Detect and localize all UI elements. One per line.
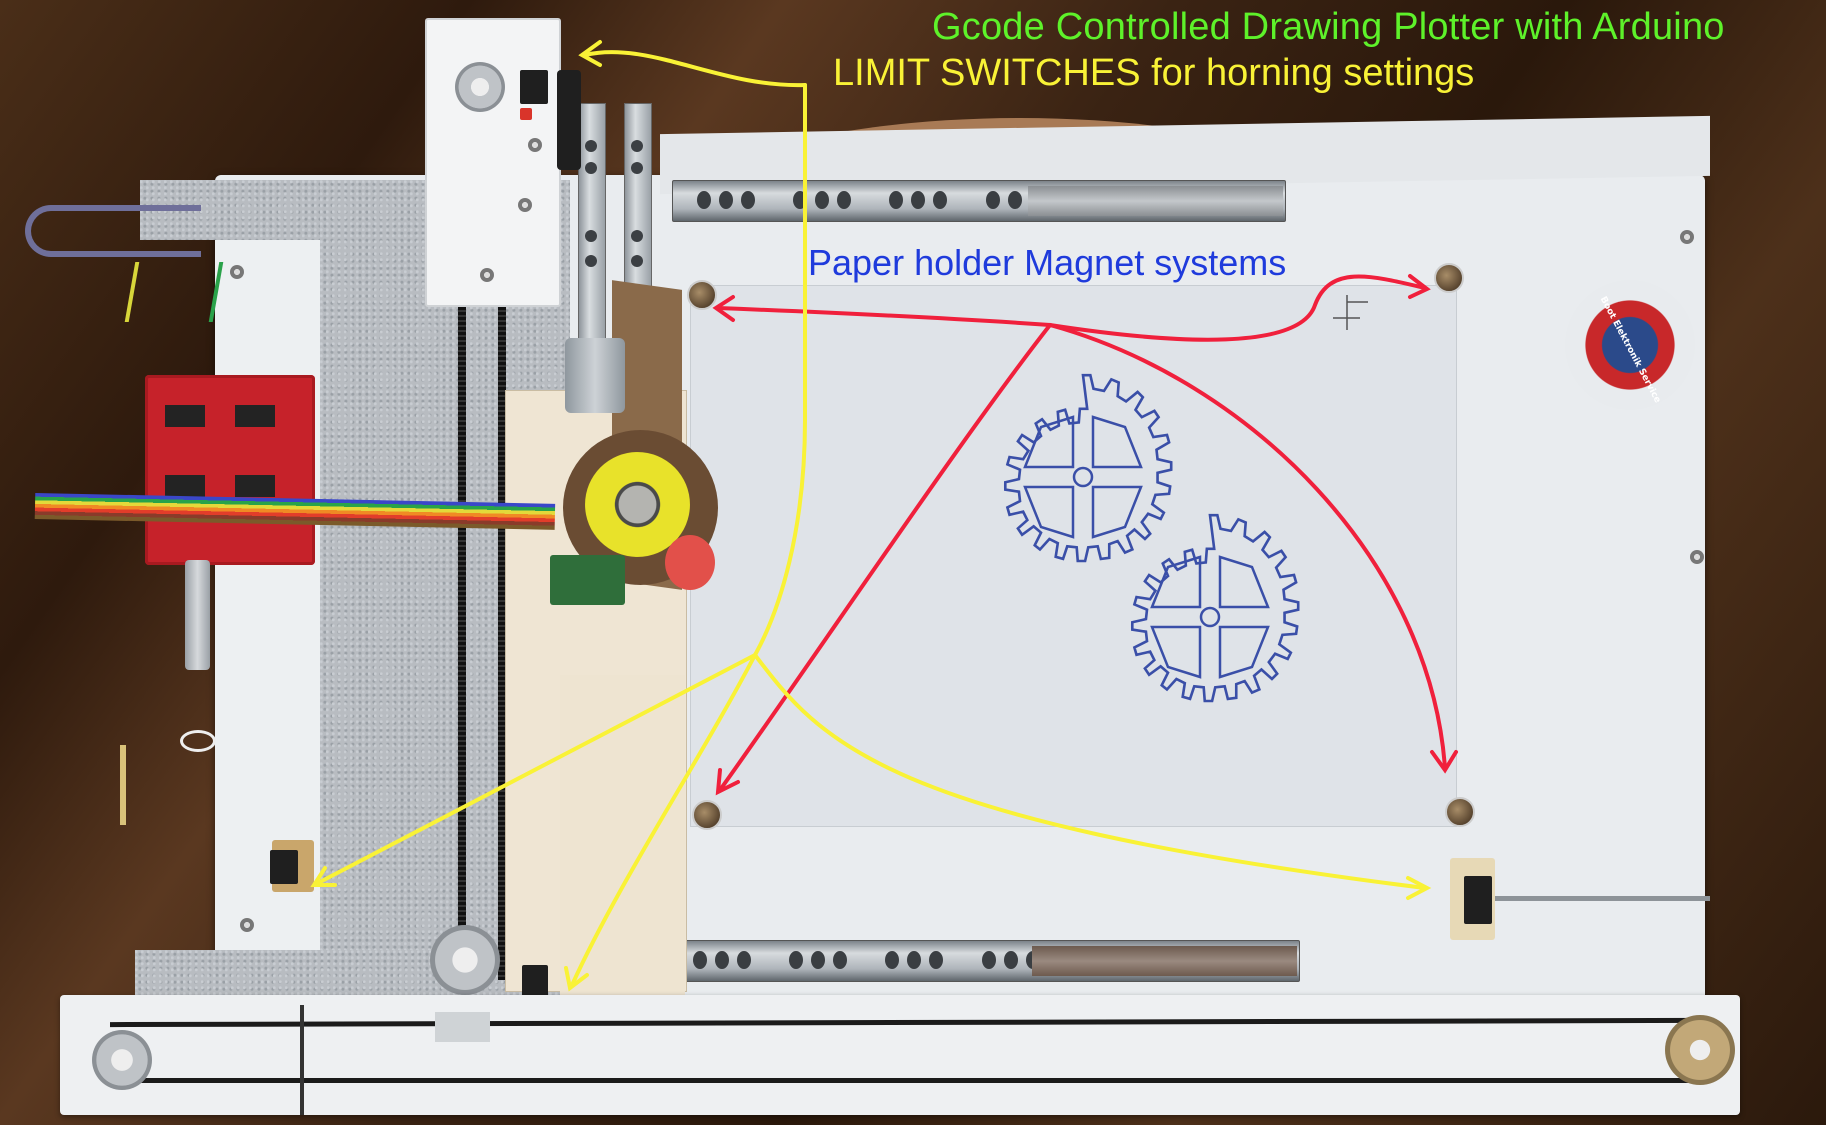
bottom-rail-extension — [1032, 946, 1297, 976]
top-limit-switch — [520, 70, 548, 104]
servo-motor — [565, 338, 625, 413]
x-belt-bottom — [110, 1078, 1710, 1083]
cable-tie — [180, 730, 216, 752]
pen-cap-red — [665, 535, 715, 590]
magnet-top-left — [687, 280, 717, 310]
magnet-arrows — [712, 274, 1458, 796]
magnet-top-right — [1434, 263, 1464, 293]
y-belt-left — [458, 80, 466, 980]
pen-cap-yellow — [585, 452, 690, 557]
bottom-y-pulley — [430, 925, 500, 995]
x-pulley-left — [92, 1030, 152, 1090]
y-belt-right — [498, 80, 506, 980]
limit-switch-left — [270, 840, 314, 892]
title-annotation: Gcode Controlled Drawing Plotter with Ar… — [932, 6, 1725, 48]
usb-cable — [185, 560, 210, 670]
paper-sheet — [690, 285, 1457, 827]
screw — [230, 265, 244, 279]
screw — [240, 918, 254, 932]
screw — [1680, 230, 1694, 244]
belt-clamp — [435, 1012, 490, 1042]
electronics-mount-panel — [215, 240, 320, 950]
switch-wire-right — [1495, 896, 1710, 901]
sticker-acronym: BES — [1617, 300, 1643, 314]
magnet-bottom-left — [692, 800, 722, 830]
top-rail-extension — [1028, 186, 1283, 216]
carriage-lower — [560, 675, 685, 995]
magnet-bottom-right — [1445, 797, 1475, 827]
limit-switch-right — [1450, 858, 1495, 940]
motor-housing — [557, 70, 581, 170]
x-axis-base-bar — [60, 995, 1740, 1115]
x-belt-vertical — [300, 1005, 304, 1115]
top-pulley — [455, 62, 505, 112]
bes-sticker — [1565, 280, 1695, 410]
limit-switches-annotation: LIMIT SWITCHES for horning settings — [833, 52, 1475, 94]
arduino-cnc-shield — [145, 375, 315, 565]
wire-bundle — [25, 205, 201, 257]
screw — [1690, 550, 1704, 564]
x-pulley-right — [1665, 1015, 1735, 1085]
pcb-board — [550, 555, 625, 605]
switch-led — [520, 108, 532, 120]
gear-drawing-2 — [1131, 513, 1300, 703]
gear-drawing-1 — [1004, 373, 1173, 563]
plastic-propeller — [120, 745, 126, 825]
magnet-system-annotation: Paper holder Magnet systems — [808, 242, 1287, 283]
switch-arrows — [310, 40, 1432, 992]
